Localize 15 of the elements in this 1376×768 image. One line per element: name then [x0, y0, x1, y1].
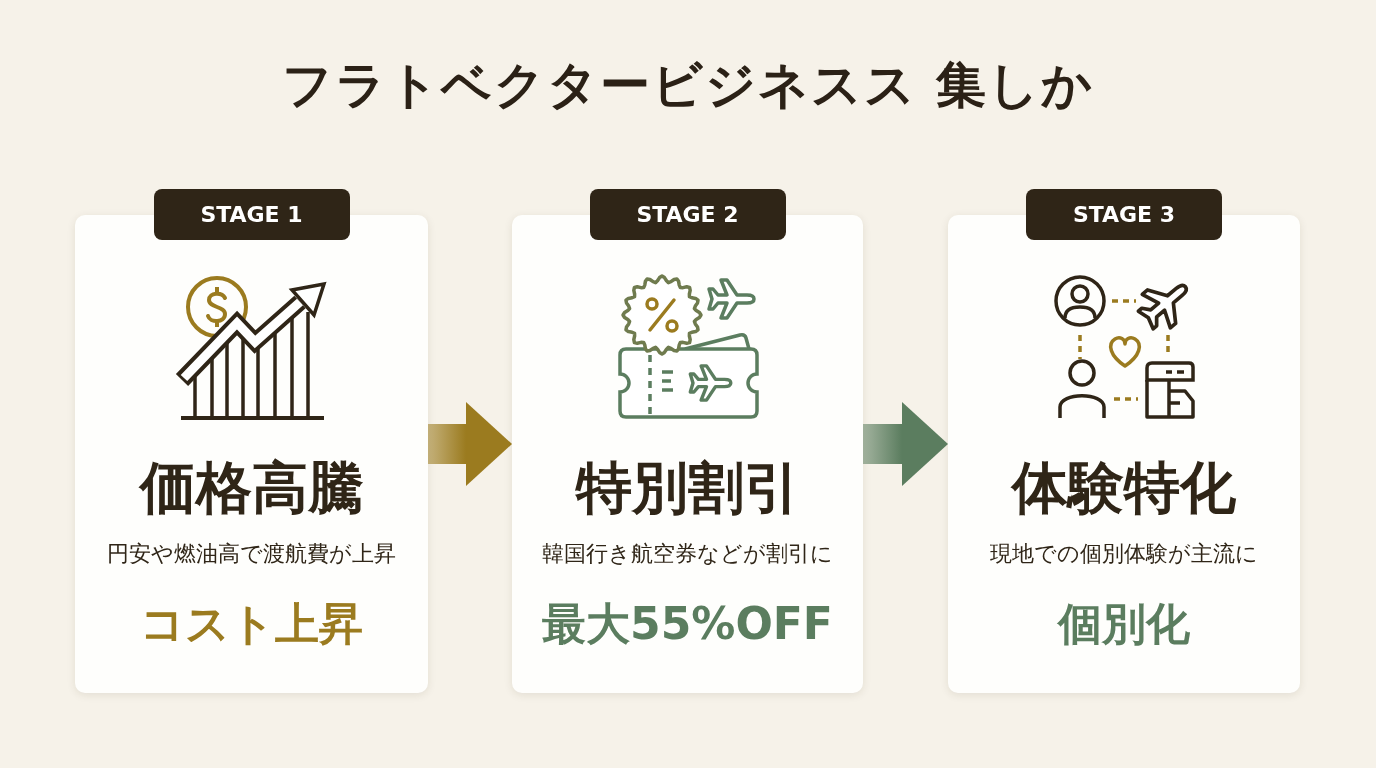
key-phrase: 最大55%OFF	[541, 599, 834, 649]
key-phrase: 個別化	[1056, 599, 1191, 649]
title: フラトベクタービジネスス 集しか	[280, 55, 1096, 115]
stage-heading: 価格高騰	[137, 457, 365, 517]
stage-description: 円安や燃油高で渡航費が上昇	[106, 540, 397, 568]
stage-heading: 体験特化	[1009, 457, 1237, 517]
stage-badge: STAGE 2	[589, 189, 786, 240]
arrow	[863, 402, 948, 486]
stage-description: 韓国行き航空券などが割引に	[541, 540, 834, 568]
key-phrase: コスト上昇	[139, 599, 364, 649]
stage-description: 現地での個別体験が主流に	[989, 540, 1259, 568]
stage-heading: 特別割引	[574, 457, 801, 517]
arrow	[428, 402, 512, 486]
stage-badge: STAGE 3	[1026, 189, 1222, 240]
stage-badge: STAGE 1	[153, 189, 350, 240]
